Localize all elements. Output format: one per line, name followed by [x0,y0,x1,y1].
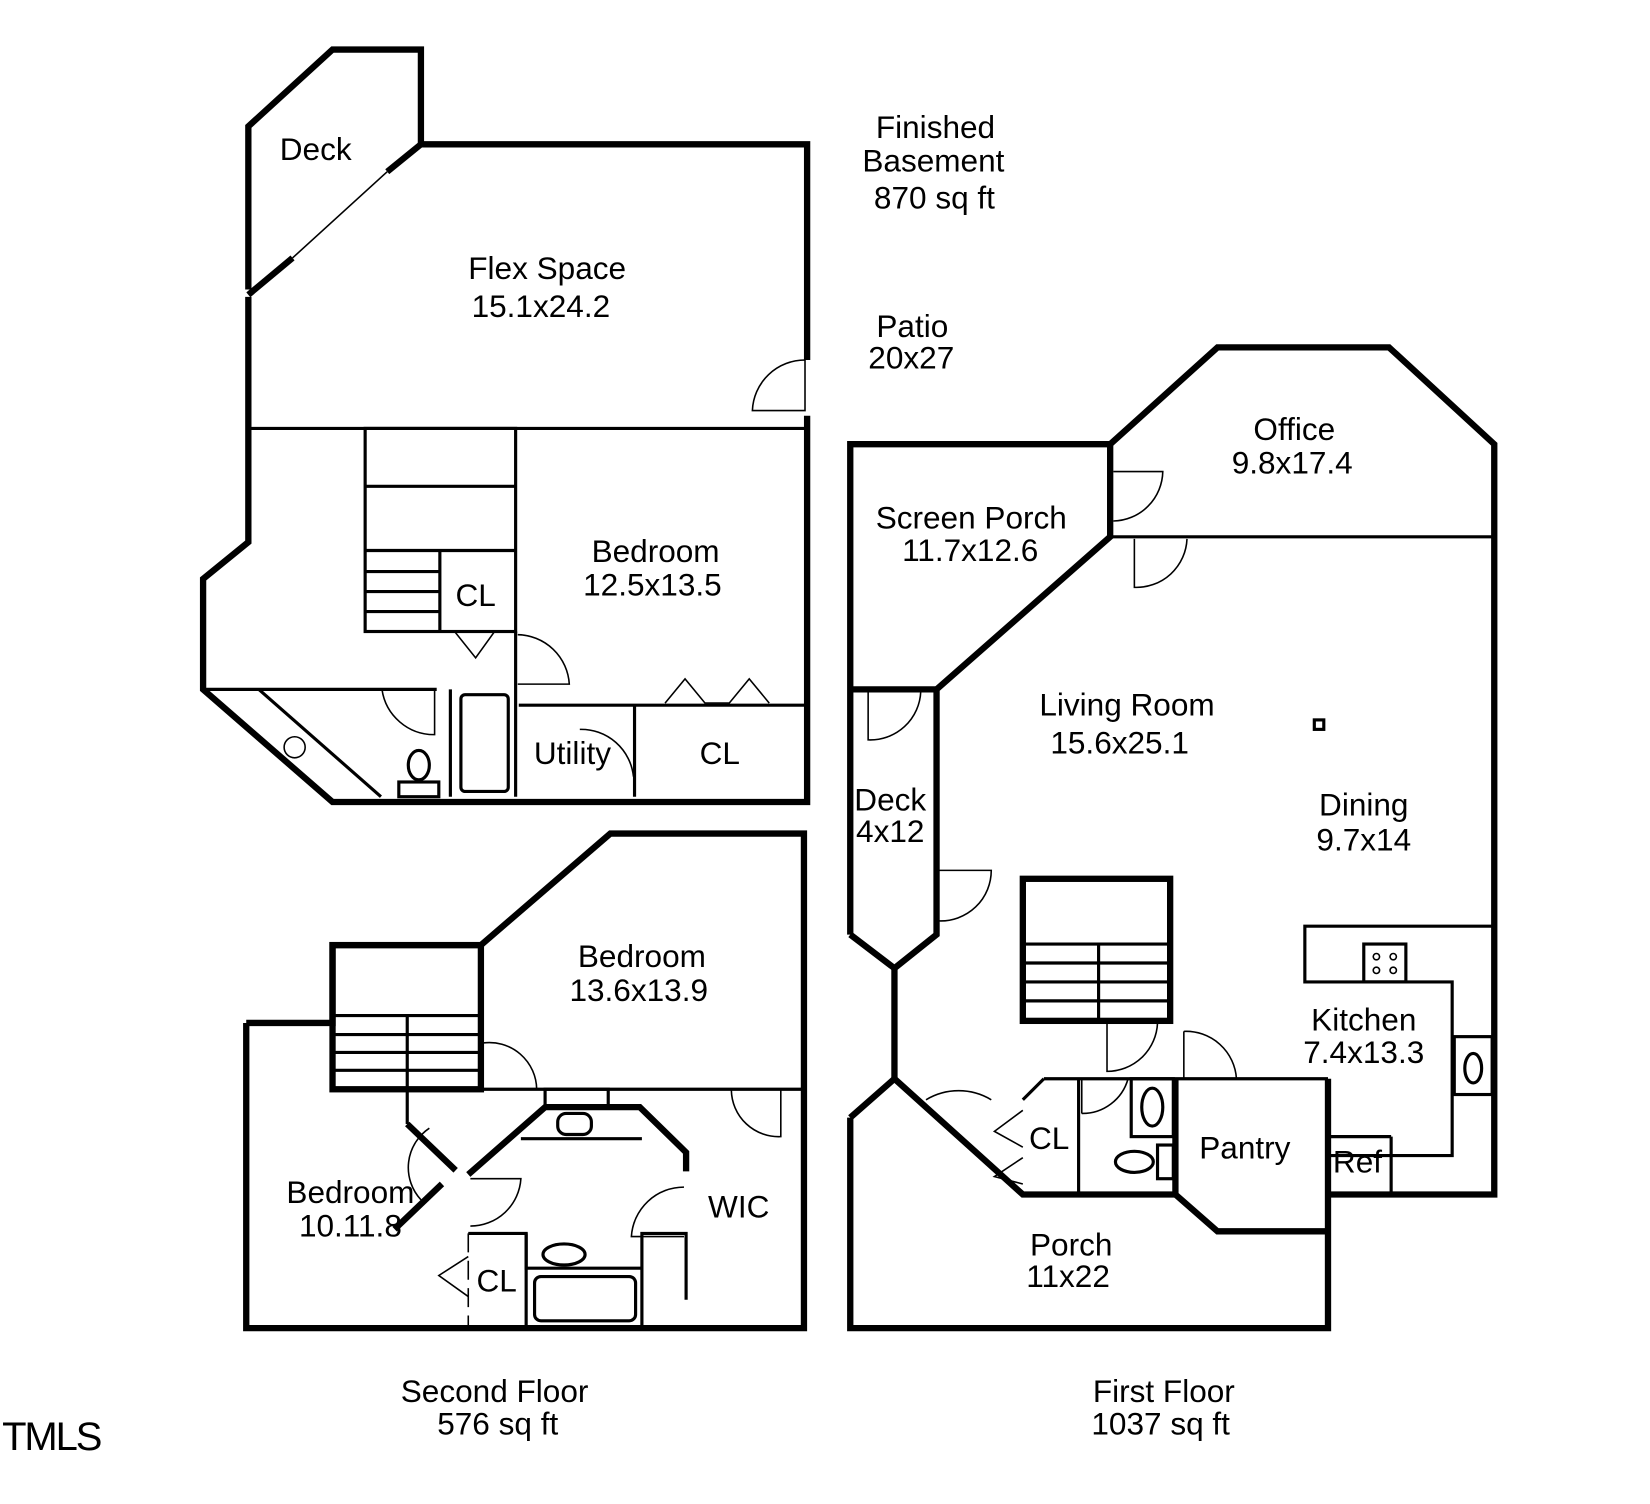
first-floor-title: First Floor [1093,1373,1235,1409]
wic-label: WIC [708,1189,769,1225]
basement-plan: Deck Flex Space 15.1x24.2 Bedroom 12.5x1… [199,46,1005,806]
patio-label: Patio [876,308,948,344]
patio-dim: 20x27 [868,339,954,375]
basement-cl1-label: CL [455,577,495,613]
kitchen-label: Kitchen [1311,1001,1416,1037]
basement-title: Finished [876,109,995,145]
dining-label: Dining [1319,787,1408,823]
second-floor-plan: Bedroom 13.6x13.9 Bedroom 10.11.8 WIC CL… [243,830,808,1441]
screen-porch-label: Screen Porch [876,499,1067,535]
basement-cl2-label: CL [700,735,740,771]
living-room-label: Living Room [1039,687,1214,723]
flex-space-label: Flex Space [468,250,626,286]
basement-deck-label: Deck [280,131,352,167]
first-floor-plan: Office 9.8x17.4 Screen Porch 11.7x12.6 L… [847,344,1498,1441]
first-deck-dim: 4x12 [856,813,924,849]
basement-bedroom-label: Bedroom [592,533,720,569]
porch-label: Porch [1030,1227,1112,1263]
flex-space-dim: 15.1x24.2 [472,288,611,324]
first-floor-area: 1037 sq ft [1091,1405,1230,1441]
tmls-logo: TMLS [2,1415,101,1459]
living-room-dim: 15.6x25.1 [1050,725,1189,761]
dining-dim: 9.7x14 [1316,821,1411,857]
office-dim: 9.8x17.4 [1232,445,1353,481]
second-floor-area: 576 sq ft [437,1405,558,1441]
ref-label: Ref [1333,1143,1382,1179]
pantry-label: Pantry [1199,1130,1290,1166]
second-floor-title: Second Floor [401,1373,589,1409]
basement-bedroom-dim: 12.5x13.5 [583,567,722,603]
second-cl-label: CL [477,1262,517,1298]
basement-area: 870 sq ft [874,179,995,215]
second-bedroom1-label: Bedroom [578,938,706,974]
screen-porch-dim: 11.7x12.6 [902,532,1038,568]
first-cl-label: CL [1029,1120,1069,1156]
second-bedroom1-dim: 13.6x13.9 [569,972,708,1008]
utility-label: Utility [534,735,611,771]
porch-dim: 11x22 [1026,1258,1110,1294]
office-label: Office [1253,411,1335,447]
second-bedroom2-dim: 10.11.8 [299,1208,402,1244]
basement-title2: Basement [862,143,1004,179]
first-deck-label: Deck [854,781,926,817]
second-bedroom2-label: Bedroom [286,1174,414,1210]
kitchen-dim: 7.4x13.3 [1303,1034,1424,1070]
